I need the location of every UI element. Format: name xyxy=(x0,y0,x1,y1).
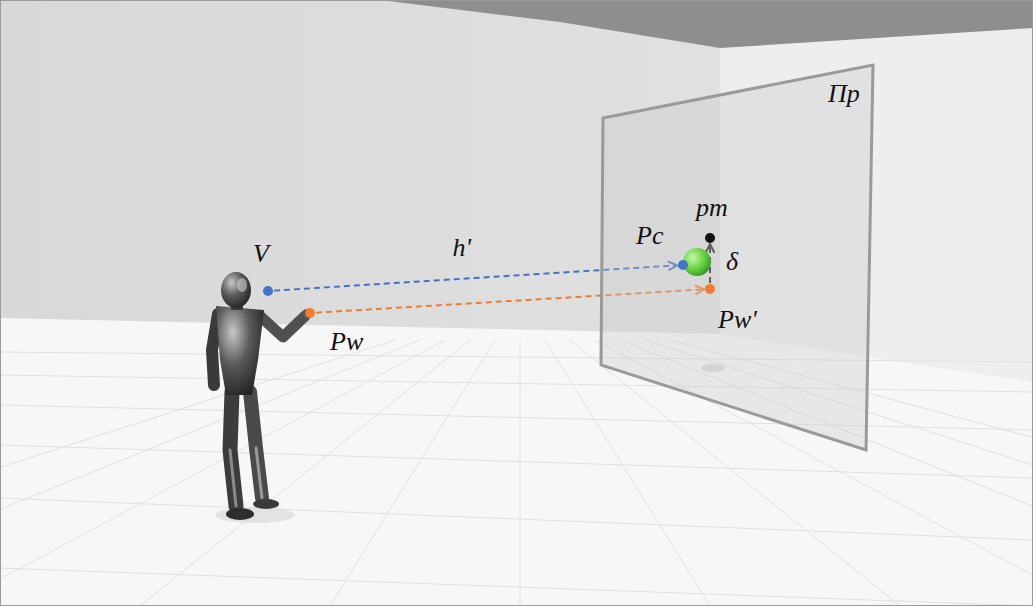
point-label: Pw' xyxy=(718,306,757,335)
point-label: Pc xyxy=(636,222,663,251)
point-label: V xyxy=(253,240,269,269)
figure-shadow xyxy=(215,507,295,523)
point-marker: Pw' xyxy=(705,284,715,294)
humanoid-figure xyxy=(212,272,312,520)
edge-label: h' xyxy=(453,234,472,263)
floor xyxy=(0,318,1033,606)
point-label: pm xyxy=(696,194,728,223)
point-marker: Pc xyxy=(678,260,688,270)
floor-grid xyxy=(0,340,1033,606)
edge-label: δ xyxy=(726,248,738,277)
point-marker: Pw xyxy=(305,308,315,318)
plane-shape xyxy=(601,65,873,450)
plane-label: Πp xyxy=(828,80,860,109)
point-marker: V xyxy=(263,286,273,296)
point-marker: pm xyxy=(705,233,715,243)
point-label: Pw xyxy=(330,328,363,357)
ceiling xyxy=(380,0,1033,48)
